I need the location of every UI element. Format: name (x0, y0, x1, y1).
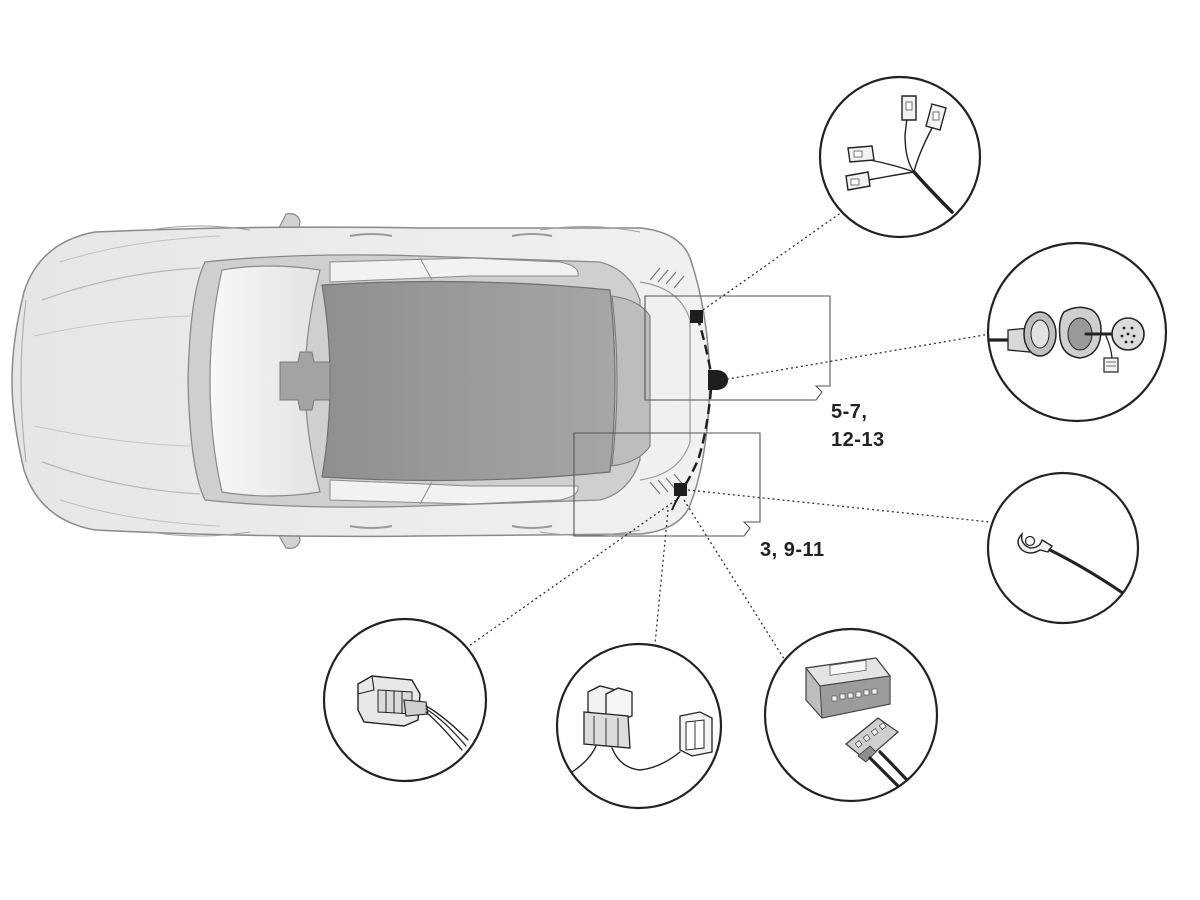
callout-label-upper-line1: 5-7, (831, 401, 867, 423)
socket-with-grommet-detail (986, 241, 1168, 423)
car-top-view (11, 213, 711, 549)
leader-lines (465, 211, 991, 663)
towbar-socket-mark (708, 370, 728, 390)
lower-connector-block (674, 483, 687, 496)
upper-connector-block (690, 310, 703, 323)
spade-connectors-detail (818, 75, 982, 239)
vehicle-plug-connector-detail (322, 617, 488, 783)
callout-label-upper-line2: 12-13 (831, 429, 885, 451)
ring-terminal-ground-detail (986, 471, 1140, 625)
roof (321, 280, 616, 482)
lower-callout-frame (573, 432, 761, 537)
control-module-detail (763, 627, 939, 803)
harness-on-vehicle (671, 310, 728, 511)
windshield (209, 265, 321, 497)
harness-cable (681, 315, 714, 491)
upper-callout-frame (644, 295, 831, 401)
rear-window (611, 295, 651, 467)
relay-connector-detail (555, 642, 723, 810)
callout-label-lower: 3, 9-11 (760, 539, 825, 561)
